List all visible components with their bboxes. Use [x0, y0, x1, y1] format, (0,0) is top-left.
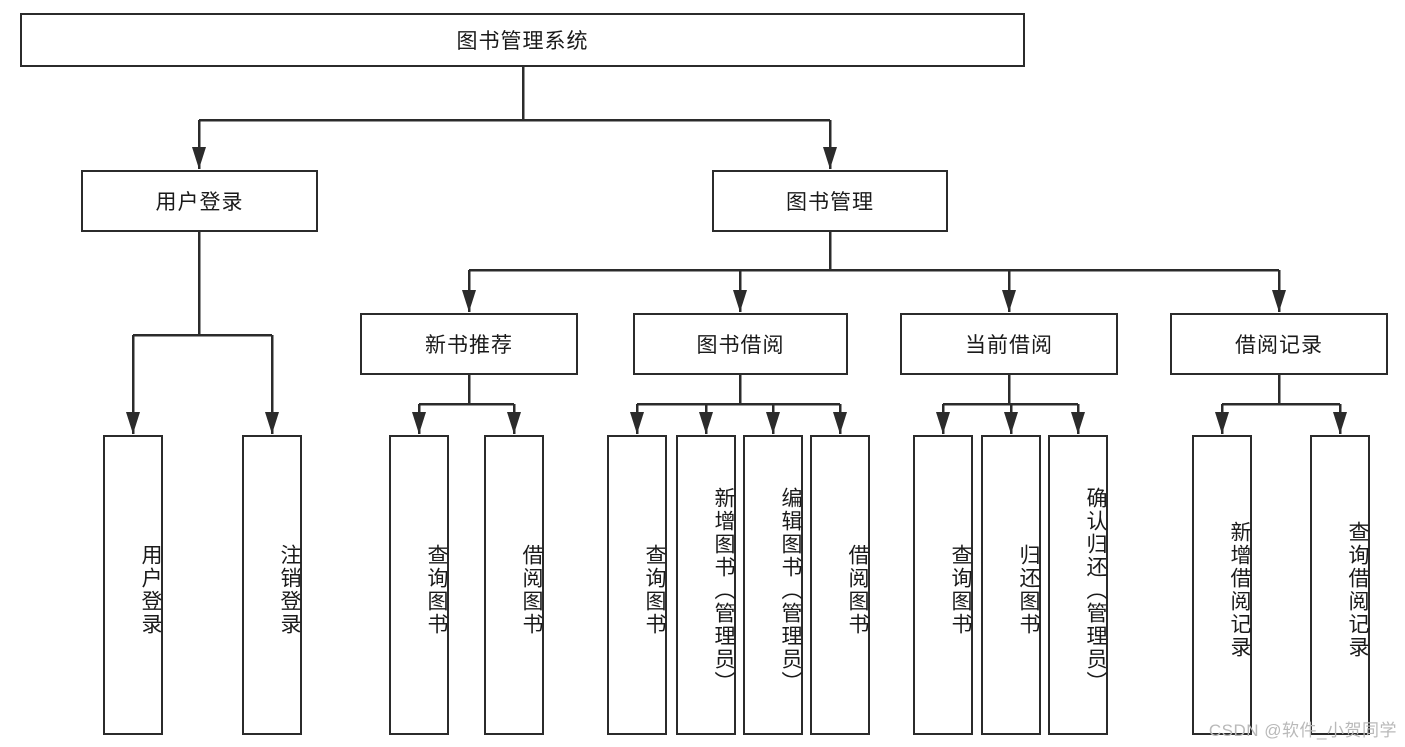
node-leaf-user-login[interactable]: 用户登录: [103, 435, 163, 735]
node-label: 新增图书（管理员）: [712, 486, 735, 694]
node-label: 借阅记录: [1235, 334, 1323, 357]
node-current-borrow[interactable]: 当前借阅: [900, 313, 1118, 375]
node-label: 用户登录: [139, 544, 162, 636]
node-leaf-borrow-book-recommend[interactable]: 借阅图书: [484, 435, 544, 735]
node-borrow-record[interactable]: 借阅记录: [1170, 313, 1388, 375]
node-user-login[interactable]: 用户登录: [81, 170, 318, 232]
node-label: 图书管理系统: [456, 30, 589, 53]
node-label: 编辑图书（管理员）: [779, 486, 802, 694]
node-leaf-return-book[interactable]: 归还图书: [981, 435, 1041, 735]
node-leaf-edit-book-admin[interactable]: 编辑图书（管理员）: [743, 435, 803, 735]
node-label: 查询图书: [643, 544, 666, 636]
node-book-borrow[interactable]: 图书借阅: [633, 313, 848, 375]
node-label: 图书借阅: [696, 334, 785, 357]
node-label: 归还图书: [1017, 544, 1040, 636]
node-leaf-query-book-borrow[interactable]: 查询图书: [607, 435, 667, 735]
node-root-book-management-system[interactable]: 图书管理系统: [20, 13, 1025, 67]
node-leaf-add-borrow-record[interactable]: 新增借阅记录: [1192, 435, 1252, 735]
node-label: 用户登录: [155, 191, 244, 214]
node-leaf-borrow-book[interactable]: 借阅图书: [810, 435, 870, 735]
node-label: 确认归还（管理员）: [1084, 486, 1107, 694]
node-label: 查询图书: [949, 544, 972, 636]
node-label: 图书管理: [786, 191, 874, 214]
watermark-text: CSDN @软件_小贺同学: [1208, 721, 1397, 740]
node-leaf-confirm-return-admin[interactable]: 确认归还（管理员）: [1048, 435, 1108, 735]
node-label: 查询图书: [425, 544, 448, 636]
node-label: 借阅图书: [520, 544, 543, 636]
node-leaf-query-book-current[interactable]: 查询图书: [913, 435, 973, 735]
node-leaf-logout[interactable]: 注销登录: [242, 435, 302, 735]
node-book-management[interactable]: 图书管理: [712, 170, 948, 232]
node-label: 新增借阅记录: [1228, 521, 1251, 659]
node-label: 查询借阅记录: [1346, 521, 1369, 659]
node-label: 借阅图书: [846, 544, 869, 636]
node-leaf-add-book-admin[interactable]: 新增图书（管理员）: [676, 435, 736, 735]
node-label: 新书推荐: [425, 334, 513, 357]
node-new-book-recommend[interactable]: 新书推荐: [360, 313, 578, 375]
node-leaf-query-book-recommend[interactable]: 查询图书: [389, 435, 449, 735]
node-leaf-query-borrow-record[interactable]: 查询借阅记录: [1310, 435, 1370, 735]
node-label: 注销登录: [278, 544, 301, 636]
node-label: 当前借阅: [965, 334, 1053, 357]
